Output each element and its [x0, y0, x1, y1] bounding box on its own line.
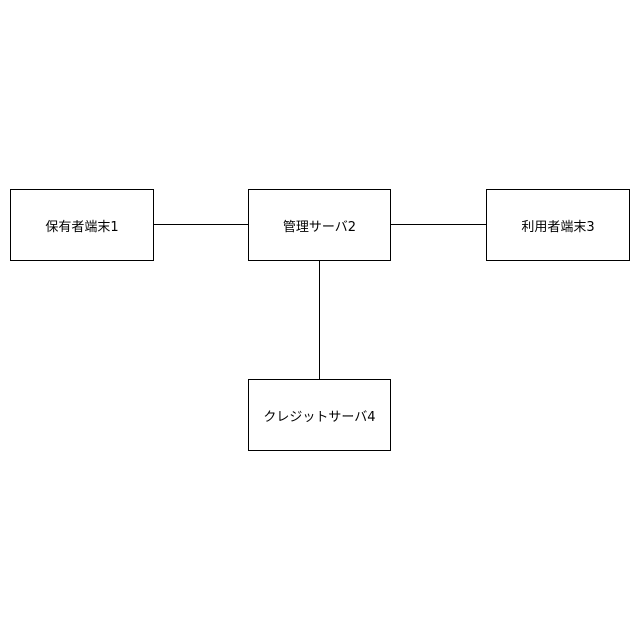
- edge-management-server-to-user-terminal: [390, 224, 487, 225]
- management-server-node: 管理サーバ2: [248, 189, 391, 261]
- user-terminal-label: 利用者端末3: [521, 216, 594, 235]
- owner-terminal-label: 保有者端末1: [45, 216, 118, 235]
- edge-owner-terminal-to-management-server: [153, 224, 249, 225]
- credit-server-label: クレジットサーバ4: [263, 406, 375, 425]
- credit-server-node: クレジットサーバ4: [248, 379, 391, 451]
- management-server-label: 管理サーバ2: [283, 216, 356, 235]
- owner-terminal-node: 保有者端末1: [10, 189, 154, 261]
- edge-management-server-to-credit-server: [319, 260, 320, 380]
- user-terminal-node: 利用者端末3: [486, 189, 630, 261]
